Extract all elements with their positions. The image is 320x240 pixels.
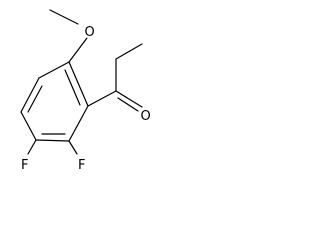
methoxy-oxygen-label: O (85, 25, 95, 40)
atom-label-layer: O O F F (18, 24, 152, 173)
fluorine-2-atom: F (75, 157, 89, 173)
ring-bond-5 (68, 105, 89, 142)
ring-double-bond-1 (27, 85, 43, 113)
ring-bond-2 (20, 77, 40, 113)
fluorine-3-atom: F (18, 157, 32, 173)
bond-layer (20, 9, 143, 155)
carbonyl-oxygen-label: O (141, 109, 151, 124)
bond-oxygen-ring (68, 37, 88, 63)
bond-carbonyl-oxygen-2 (117, 97, 139, 112)
ring-bond-4 (35, 139, 70, 142)
fluorine-3-label: F (21, 158, 28, 173)
molecule-svg: O O F F (18, 9, 152, 173)
bond-ch2-ch3 (115, 43, 143, 60)
ring-bond-3 (20, 111, 37, 141)
ring-bond-6 (68, 61, 89, 107)
ring-double-bond-3 (64, 69, 81, 106)
ring-bond-1 (38, 61, 70, 79)
bond-carbonyl-oxygen-1 (115, 90, 143, 108)
bond-methyl-oxygen (49, 9, 79, 25)
carbonyl-oxygen-atom: O (138, 108, 152, 124)
bond-ring-fluorine-3 (27, 139, 37, 155)
bond-ring-carbonyl (87, 90, 117, 107)
bond-ring-fluorine-2 (68, 140, 78, 155)
structure-diagram: O O F F (0, 0, 155, 185)
fluorine-2-label: F (78, 158, 85, 173)
methoxy-oxygen-atom: O (82, 24, 96, 40)
